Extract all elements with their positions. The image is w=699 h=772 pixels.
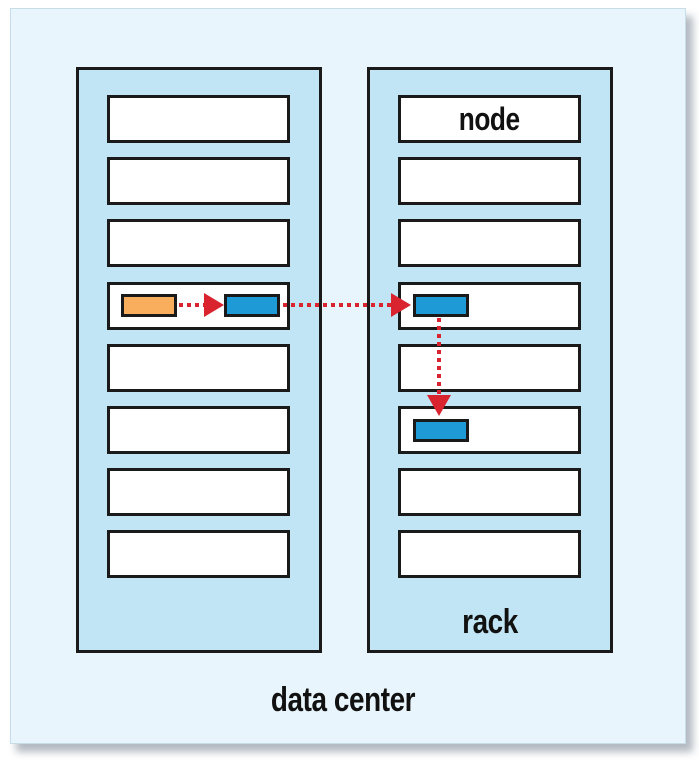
rack-1-node-8 — [107, 530, 290, 578]
data-center-label: data center — [270, 681, 416, 719]
rack-1-node-6 — [107, 406, 290, 454]
rack-1-node-3 — [107, 219, 290, 267]
rack-1-node-2 — [107, 157, 290, 205]
rack-2-node-8 — [398, 530, 581, 578]
node-label: node — [458, 100, 521, 137]
replica-block-1 — [224, 294, 280, 317]
rack-1-node-1 — [107, 95, 290, 143]
source-block — [121, 294, 177, 317]
rack-2-node-7 — [398, 468, 581, 516]
rack-1-node-5 — [107, 344, 290, 392]
replica-block-3 — [413, 419, 469, 442]
rack-2-node-3 — [398, 219, 581, 267]
rack-2-node-5 — [398, 344, 581, 392]
rack-2-node-2 — [398, 157, 581, 205]
rack-label: rack — [462, 603, 518, 641]
replica-block-2 — [413, 294, 469, 317]
rack-2-node-1: node — [398, 95, 581, 143]
rack-1-node-7 — [107, 468, 290, 516]
